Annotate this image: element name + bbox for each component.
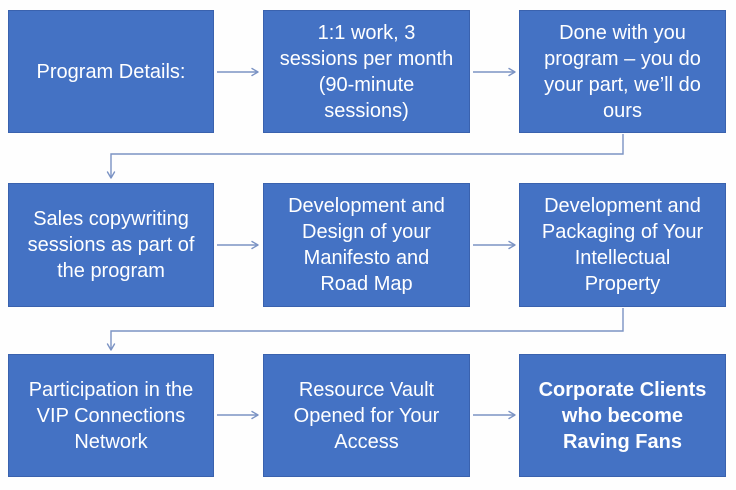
flow-box-done-with-you: Done with you program – you do your part… [519,10,726,133]
flow-box-label: Program Details: [36,60,186,83]
flow-box-label: Development and Design of your Manifesto… [288,195,445,295]
flow-box-resource-vault: Resource Vault Opened for Your Access [263,354,470,477]
flow-box-manifesto-roadmap: Development and Design of your Manifesto… [263,183,470,307]
flow-box-program-details: Program Details: [8,10,214,133]
flow-box-label: Done with you program – you do your part… [544,21,701,122]
flow-box-vip-network: Participation in the VIP Connections Net… [8,354,214,477]
elbow-connector-down-icon [106,308,624,351]
flow-box-sales-copywriting: Sales copywriting sessions as part of th… [8,183,214,307]
flow-box-label: Corporate Clients who become Raving Fans [538,378,707,453]
flow-box-label: Resource Vault Opened for Your Access [293,378,440,453]
flow-box-sessions: 1:1 work, 3 sessions per month (90-minut… [263,10,470,133]
flow-box-label: 1:1 work, 3 sessions per month (90-minut… [279,21,454,122]
flow-box-intellectual-property: Development and Packaging of Your Intell… [519,183,726,307]
flow-box-label: Development and Packaging of Your Intell… [541,195,704,295]
flow-box-label: Sales copywriting sessions as part of th… [27,208,195,282]
flow-box-corporate-clients: Corporate Clients who become Raving Fans [519,354,726,477]
elbow-connector-down-icon [106,134,624,179]
flow-box-label: Participation in the VIP Connections Net… [28,378,194,453]
